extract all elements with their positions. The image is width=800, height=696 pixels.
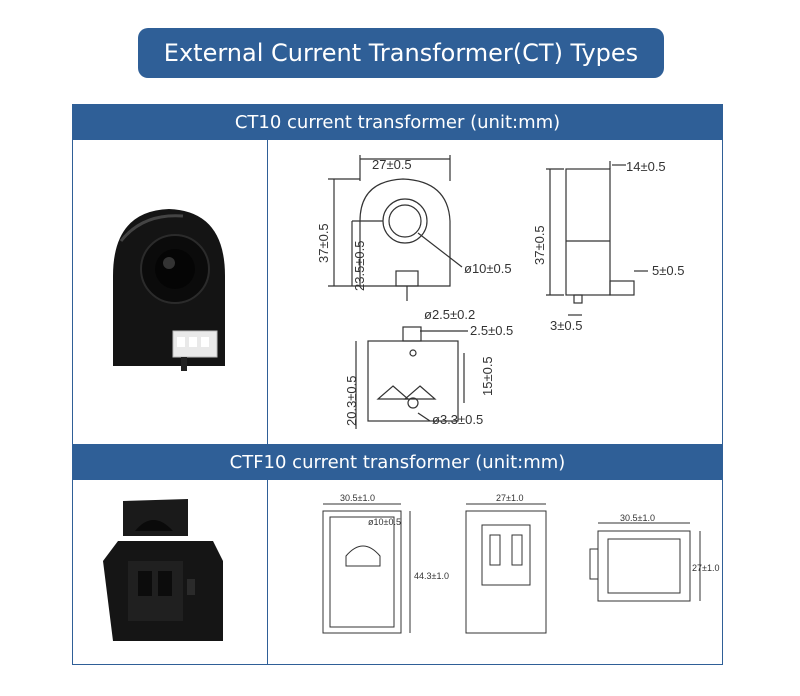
ctf10-dimension-drawing: 30.5±1.0 ø10±0.5 44.3±1.0 27±1.0 30.5±1.… bbox=[268, 481, 722, 664]
dim-bottom-height: 20.3±0.5 bbox=[344, 375, 359, 426]
ctf10-product-photo bbox=[73, 481, 267, 664]
ctf-dim-top-height: 27±1.0 bbox=[692, 563, 719, 573]
dim-top-width: 27±0.5 bbox=[372, 157, 412, 172]
ct10-heading: CT10 current transformer (unit:mm) bbox=[72, 104, 723, 140]
page-title: External Current Transformer(CT) Types bbox=[138, 28, 664, 78]
ctf-dim-hole-dia: ø10±0.5 bbox=[368, 517, 401, 527]
column-divider bbox=[267, 480, 268, 665]
dim-mount-hole: ø3.3±0.5 bbox=[432, 412, 483, 427]
dim-tab-3: 3±0.5 bbox=[550, 318, 582, 333]
dim-height: 37±0.5 bbox=[316, 223, 331, 263]
ctf10-heading: CTF10 current transformer (unit:mm) bbox=[72, 444, 723, 480]
ctf-dim-top-width: 30.5±1.0 bbox=[620, 513, 655, 523]
ctf-dim-side-width: 27±1.0 bbox=[496, 493, 523, 503]
ctf-dim-front-width: 30.5±1.0 bbox=[340, 493, 375, 503]
dim-center-height: 23.5±0.5 bbox=[352, 240, 367, 291]
ctf-dim-height: 44.3±1.0 bbox=[414, 571, 449, 581]
ct10-product-photo bbox=[73, 141, 267, 443]
dim-bottom-inner: 15±0.5 bbox=[480, 356, 495, 396]
column-divider bbox=[267, 140, 268, 444]
ct10-dimension-drawing: 27±0.5 37±0.5 23.5±0.5 ø10±0.5 14±0.5 37… bbox=[268, 141, 722, 443]
dim-side-width: 14±0.5 bbox=[626, 159, 666, 174]
dim-side-height: 37±0.5 bbox=[532, 225, 547, 265]
dim-tab-5: 5±0.5 bbox=[652, 263, 684, 278]
dim-hole-dia: ø10±0.5 bbox=[464, 261, 512, 276]
dim-pin-dia: ø2.5±0.2 bbox=[424, 307, 475, 322]
dim-pin-len: 2.5±0.5 bbox=[470, 323, 513, 338]
